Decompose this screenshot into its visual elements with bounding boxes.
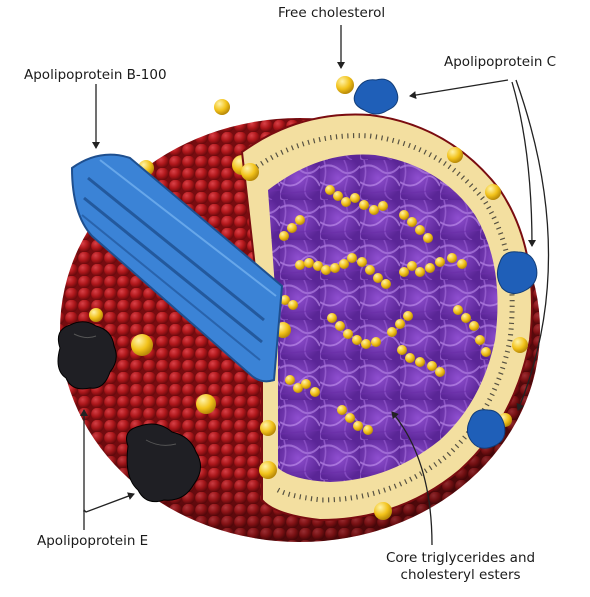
label-apolipoprotein-c: Apolipoprotein C	[444, 54, 556, 71]
label-free-cholesterol: Free cholesterol	[278, 5, 385, 22]
arrow-apoc-1	[410, 80, 508, 96]
label-core-lipids: Core triglycerides and cholesteryl ester…	[386, 550, 535, 584]
arrow-apoe-2	[84, 494, 134, 512]
label-core-line2: cholesteryl esters	[386, 567, 535, 584]
label-apolipoprotein-b100: Apolipoprotein B-100	[24, 67, 167, 84]
label-core-line1: Core triglycerides and	[386, 550, 535, 567]
label-apolipoprotein-e: Apolipoprotein E	[37, 533, 148, 550]
